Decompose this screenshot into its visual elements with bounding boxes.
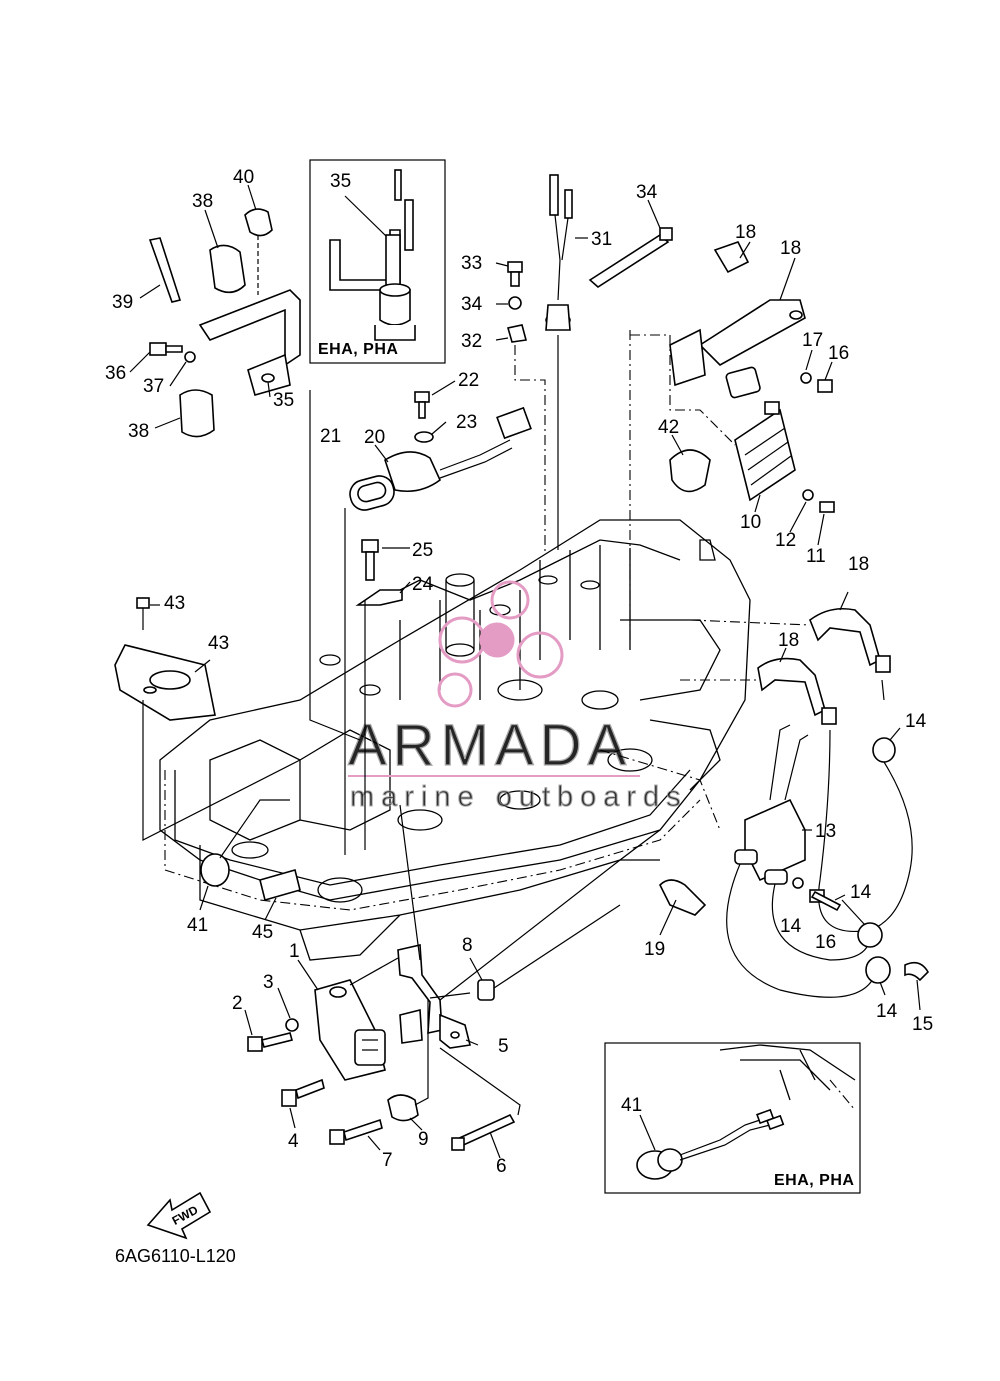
callout-5: 5: [498, 1036, 509, 1057]
parts-group-rectifier: [630, 241, 835, 546]
watermark-tagline: marine outboards: [350, 781, 688, 813]
parts-group-left: [114, 390, 366, 921]
parts-group-24-29: [349, 380, 532, 606]
callout-7: 7: [382, 1150, 393, 1171]
callout-9: 9: [418, 1129, 429, 1150]
callout-42: 42: [658, 417, 679, 438]
parts-bracket-group-35-40: [129, 184, 301, 438]
callout-6: 6: [496, 1156, 507, 1177]
watermark: ARMADA marine outboards: [347, 580, 688, 814]
parts-group-ignition: [599, 591, 929, 1011]
callout-19: 16: [828, 343, 849, 364]
callout-27: 23: [456, 412, 477, 433]
callout-21: 18: [780, 238, 801, 259]
callout-43-label: 43: [208, 633, 229, 654]
callout-41: 41: [187, 915, 208, 936]
callout-26: 22: [458, 370, 479, 391]
inset-label-eha-pha-top: EHA, PHA: [318, 341, 398, 358]
callout-3: 3: [263, 972, 274, 993]
callout-37: 37: [143, 376, 164, 397]
watermark-brand: ARMADA: [348, 713, 632, 778]
callout-35-inset: 35: [330, 171, 351, 192]
parts-group-30-34: [495, 174, 673, 640]
inset-label-eha-pha-bottom: EHA, PHA: [774, 1172, 854, 1189]
callout-35: 35: [273, 390, 294, 411]
callout-11: 11: [806, 546, 826, 567]
callout-30: 31: [591, 229, 612, 250]
callout-13: 13: [815, 821, 836, 842]
callout-25: 21: [320, 426, 341, 447]
parts-group-sensor: [244, 804, 660, 1159]
callout-10: 10: [740, 512, 761, 533]
callout-36: 36: [105, 363, 126, 384]
callout-22: 18: [735, 222, 756, 243]
fwd-arrow: FWD: [146, 1191, 212, 1240]
callout-24: 20: [364, 427, 385, 448]
callout-18-a: 18: [848, 554, 869, 575]
callout-14-b: 14: [850, 882, 872, 903]
engine-block-drawing: [159, 519, 751, 961]
callout-17: 14: [780, 916, 802, 937]
callout-4: 4: [288, 1131, 299, 1152]
inset-box-41: 41 EHA, PHA: [604, 1042, 861, 1194]
watermark-logo: [437, 580, 564, 708]
inset-box-35: 35 EHA, PHA: [309, 159, 446, 364]
callout-34-label: 34: [636, 182, 658, 203]
callout-40: 40: [233, 167, 254, 188]
callout-16-label: 16: [815, 932, 836, 953]
callout-1: 1: [289, 941, 300, 962]
callout-29: 25: [412, 540, 433, 561]
callout-31: 32: [461, 331, 482, 352]
callout-14-c: 14: [876, 1001, 898, 1022]
callout-12: 12: [775, 530, 796, 551]
callout-39: 39: [112, 292, 133, 313]
callout-18-b: 18: [778, 630, 799, 651]
callout-38-top: 38: [192, 191, 213, 212]
callout-23: 19: [644, 939, 665, 960]
callout-8: 8: [462, 935, 473, 956]
callout-44: 43: [164, 593, 185, 614]
callout-33: 34: [461, 294, 483, 315]
callout-15: 15: [912, 1014, 933, 1035]
callout-32: 33: [461, 253, 482, 274]
reference-code: 6AG6110-L120: [115, 1246, 236, 1266]
callout-14-a: 14: [905, 711, 927, 732]
callout-38-bottom: 38: [128, 421, 149, 442]
callout-20: 17: [802, 330, 823, 351]
callout-28: 24: [412, 574, 434, 595]
callout-41-inset: 41: [621, 1095, 642, 1116]
callout-2: 2: [232, 993, 243, 1014]
callout-45: 45: [252, 922, 273, 943]
